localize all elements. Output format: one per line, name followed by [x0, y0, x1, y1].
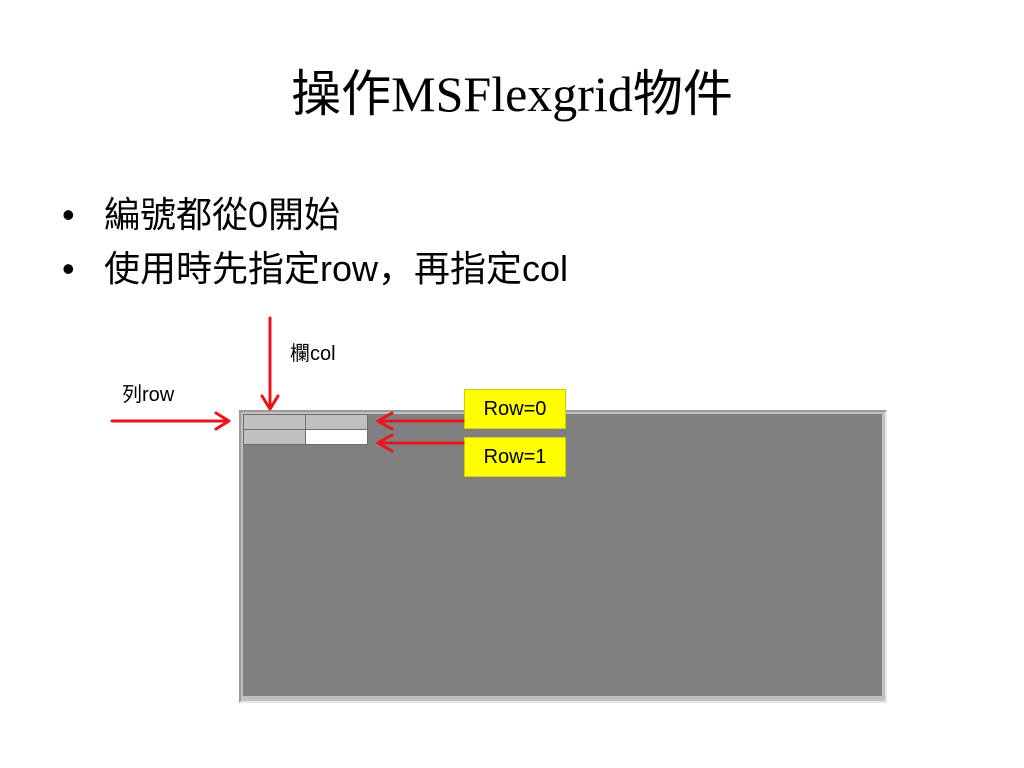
grid-row-1	[243, 429, 368, 445]
cell-r1-c1[interactable]	[305, 429, 368, 445]
row1-tag: Row=1	[464, 437, 566, 477]
col-arrow	[260, 316, 280, 411]
grid-table	[243, 414, 368, 445]
row0-tag: Row=0	[464, 389, 566, 429]
grid-row-0	[243, 414, 368, 430]
bullet-item: • 使用時先指定row，再指定col	[62, 242, 568, 296]
bullet-text: 編號都從0開始	[104, 194, 341, 235]
fixed-cell-r0-c0[interactable]	[243, 414, 306, 430]
fixed-cell-r0-c1[interactable]	[305, 414, 368, 430]
bullet-marker: •	[62, 248, 75, 289]
bullet-marker: •	[62, 194, 75, 235]
bullet-text: 使用時先指定row，再指定col	[104, 248, 569, 289]
bullet-item: • 編號都從0開始	[62, 188, 568, 242]
fixed-cell-r1-c0[interactable]	[243, 429, 306, 445]
bullet-list: • 編號都從0開始 • 使用時先指定row，再指定col	[62, 188, 568, 296]
row-label: 列row	[122, 384, 175, 406]
col-label: 欄col	[290, 343, 336, 365]
row-arrow	[110, 411, 231, 431]
slide-title: 操作MSFlexgrid物件	[291, 66, 733, 122]
